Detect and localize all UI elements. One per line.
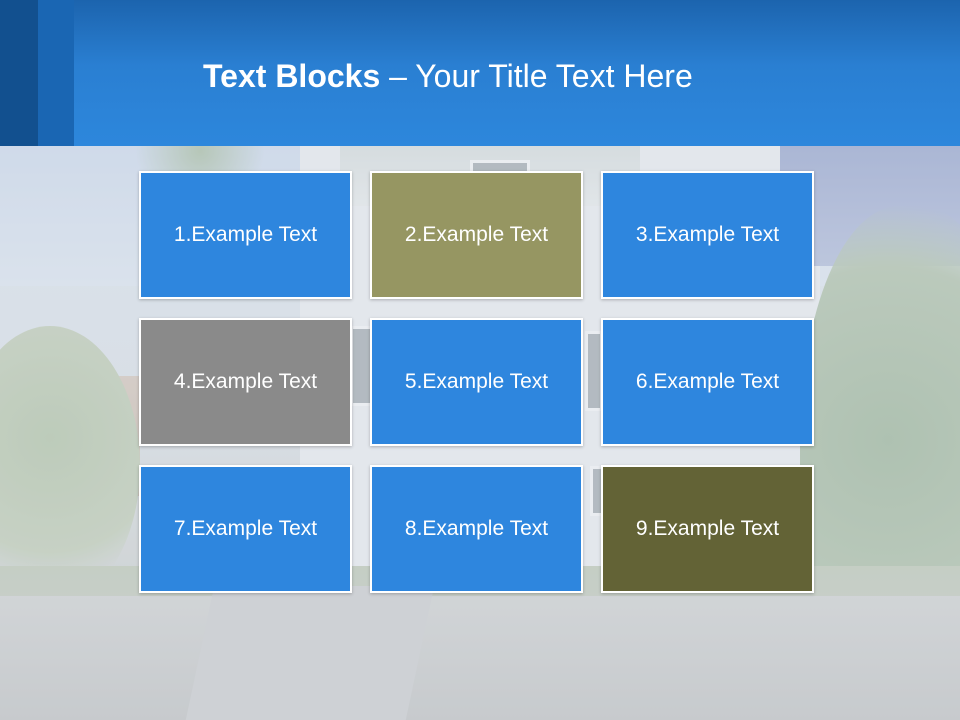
text-block-5[interactable]: 5.Example Text: [370, 318, 583, 446]
text-block-4[interactable]: 4.Example Text: [139, 318, 352, 446]
text-block-label: 4.Example Text: [173, 370, 318, 393]
slide-title[interactable]: Text Blocks – Your Title Text Here: [203, 56, 693, 96]
text-block-9[interactable]: 9.Example Text: [601, 465, 814, 593]
text-block-label: 7.Example Text: [173, 517, 318, 540]
text-block-7[interactable]: 7.Example Text: [139, 465, 352, 593]
text-block-2[interactable]: 2.Example Text: [370, 171, 583, 299]
text-block-label: 3.Example Text: [635, 223, 780, 246]
text-block-label: 6.Example Text: [635, 370, 780, 393]
photo-trees-left: [0, 326, 140, 606]
photo-sidewalk: [0, 596, 960, 720]
title-bold-part: Text Blocks: [203, 58, 381, 94]
title-rest: Your Title Text Here: [415, 58, 693, 94]
text-block-label: 8.Example Text: [404, 517, 549, 540]
banner-accent-strip: [0, 0, 38, 146]
text-block-8[interactable]: 8.Example Text: [370, 465, 583, 593]
title-dash: –: [380, 58, 416, 94]
text-block-label: 1.Example Text: [173, 223, 318, 246]
text-block-label: 2.Example Text: [404, 223, 549, 246]
banner-accent-strip: [38, 0, 74, 146]
text-block-6[interactable]: 6.Example Text: [601, 318, 814, 446]
text-block-label: 9.Example Text: [635, 517, 780, 540]
text-block-label: 5.Example Text: [404, 370, 549, 393]
text-block-1[interactable]: 1.Example Text: [139, 171, 352, 299]
title-banner: Text Blocks – Your Title Text Here: [0, 0, 960, 146]
text-block-3[interactable]: 3.Example Text: [601, 171, 814, 299]
